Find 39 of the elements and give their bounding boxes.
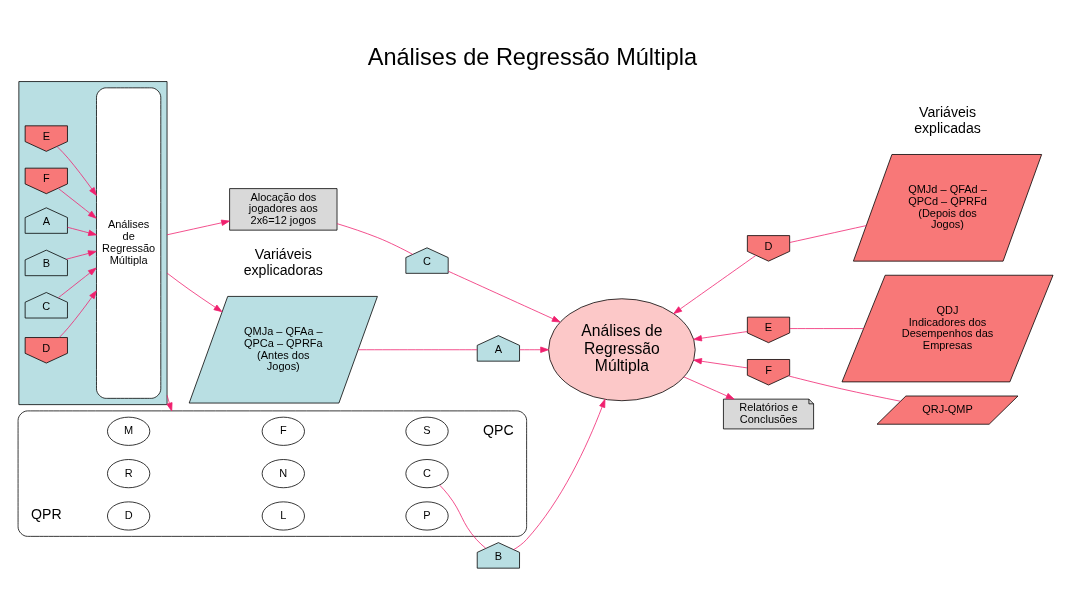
connector (439, 484, 487, 549)
connector (788, 375, 901, 402)
connector (789, 225, 867, 243)
arrow (67, 226, 97, 236)
arrow (57, 188, 97, 219)
node-label: Variáveis explicadas (914, 104, 981, 136)
node-ellipse: C (405, 459, 449, 489)
arrow (58, 290, 97, 338)
arrow (448, 270, 561, 323)
node-box: Alocação dos jogadores aos 2x6=12 jogos (229, 188, 338, 231)
diagram-title: Análises de Regressão Múltipla (367, 44, 698, 71)
connector (336, 223, 414, 255)
arrow (693, 331, 748, 342)
label: QPR (31, 506, 62, 523)
connector (789, 328, 864, 329)
node-ellipse: R (107, 459, 151, 489)
cluster (17, 410, 527, 537)
arrow (57, 267, 97, 299)
arrow (673, 255, 757, 314)
arrow (513, 398, 606, 551)
node-ellipse: L (261, 501, 305, 531)
node-box: Análises de Regressão Múltipla (96, 87, 162, 399)
arrow (166, 394, 173, 412)
node-label: Variáveis explicadoras (243, 246, 323, 278)
node-ellipse: P (405, 501, 449, 531)
node-ellipse: M (107, 416, 151, 446)
node-ellipse: S (405, 416, 449, 446)
connector (358, 349, 478, 351)
arrow (166, 272, 223, 313)
node-ellipse: F (261, 416, 305, 446)
node-ellipse: D (107, 501, 151, 531)
arrow (166, 219, 230, 236)
arrow (693, 358, 748, 369)
node-ellipse: N (261, 459, 305, 489)
arrow (56, 146, 97, 196)
label: QPC (483, 421, 514, 438)
arrow (519, 346, 549, 353)
arrow (65, 250, 97, 260)
arrow (683, 376, 735, 400)
